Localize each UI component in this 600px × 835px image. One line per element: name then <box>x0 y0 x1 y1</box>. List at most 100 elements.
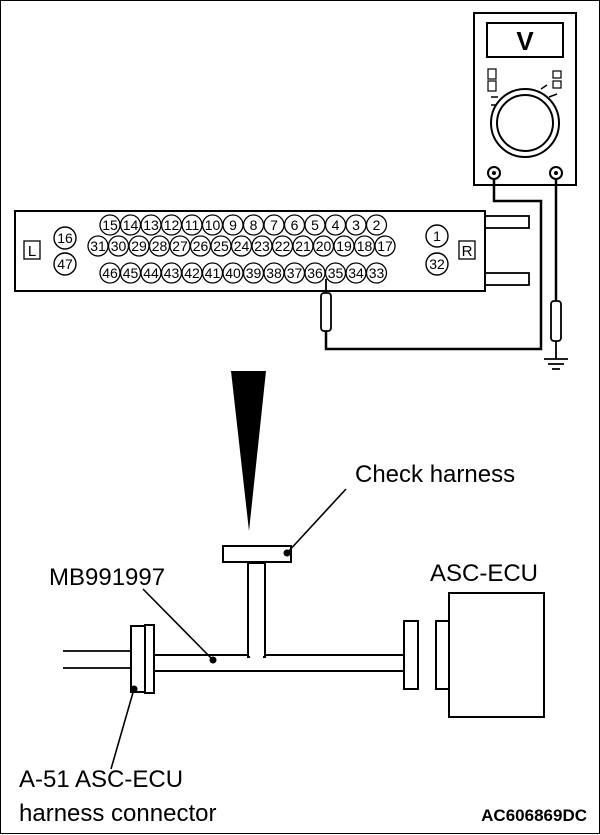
check-harness-leader-dot <box>283 549 291 557</box>
connector-pin-label: 4 <box>332 217 340 233</box>
connector-pin-label: 13 <box>143 217 159 233</box>
direction-arrow-icon <box>231 371 266 531</box>
pin-32-label: 32 <box>429 256 445 272</box>
connector-pin-label: 8 <box>250 217 258 233</box>
connector-pin-label: 18 <box>357 238 373 254</box>
connector-side-left <box>23 240 41 260</box>
meter-volt-symbol: V <box>516 26 534 56</box>
probe-lead-wire <box>324 179 543 351</box>
meter-leads <box>324 179 568 370</box>
connector-side-left-label: L <box>28 243 36 260</box>
asc-ecu-label: ASC-ECU <box>430 560 538 587</box>
pin-1 <box>425 224 449 248</box>
connector-pin-label: 35 <box>328 265 344 281</box>
pin-47 <box>53 252 77 276</box>
connector-pin-label: 40 <box>225 265 241 281</box>
check-harness-assembly <box>63 545 545 718</box>
connector-pin-label: 23 <box>254 238 270 254</box>
connector-pin-label: 15 <box>102 217 118 233</box>
connector-pin-label: 14 <box>123 217 139 233</box>
connector-pin-label: 37 <box>287 265 303 281</box>
branch-join-mask <box>250 653 263 658</box>
connector-pin-label: 25 <box>213 238 229 254</box>
pin-47-label: 47 <box>57 256 73 272</box>
meter-switch-mark <box>487 68 497 80</box>
connector-pin-label: 46 <box>102 265 118 281</box>
connector-pin-label: 36 <box>307 265 323 281</box>
tool-leader-dot <box>209 656 217 664</box>
tool-number-label: MB991997 <box>49 564 165 591</box>
check-harness-leader <box>286 488 347 554</box>
connector-side-right <box>458 240 476 260</box>
harness-connector-label-line2: harness connector <box>19 800 216 827</box>
harness-connector-flange <box>144 624 155 694</box>
connector-pin-label: 28 <box>152 238 168 254</box>
voltmeter: V <box>473 12 577 186</box>
connector-side-right-label: R <box>462 243 473 260</box>
pin-16 <box>53 226 77 250</box>
connector-pin-label: 26 <box>193 238 209 254</box>
ground-probe <box>550 300 562 342</box>
harness-connector-leader-dot <box>130 685 138 693</box>
connector-pin-label: 41 <box>205 265 221 281</box>
connector-pin-label: 7 <box>270 217 278 233</box>
connector-pin-label: 21 <box>295 238 311 254</box>
connector-pin-label: 3 <box>352 217 360 233</box>
connector-pin-label: 12 <box>164 217 180 233</box>
check-harness-terminal <box>222 545 292 563</box>
meter-selector-knob <box>496 94 554 152</box>
connector-pin-label: 24 <box>234 238 250 254</box>
pin-1-label: 1 <box>433 228 441 244</box>
asc-ecu-box <box>448 592 545 718</box>
connector-pin-label: 11 <box>185 217 200 233</box>
connector-tab-top <box>483 215 530 229</box>
harness-connector-outer <box>130 625 146 693</box>
connector-pin-label: 2 <box>373 217 381 233</box>
connector-pin-label: 45 <box>123 265 139 281</box>
connector-tab-bottom <box>483 272 530 286</box>
connector-pin-label: 44 <box>143 265 159 281</box>
connector-pin-label: 38 <box>266 265 282 281</box>
connector-pin-label: 29 <box>131 238 147 254</box>
connector-pin-label: 43 <box>164 265 180 281</box>
connector-pin-label: 31 <box>90 238 106 254</box>
check-harness-label: Check harness <box>355 461 515 488</box>
meter-jack-com-center <box>492 171 496 175</box>
connector-pin-label: 6 <box>291 217 299 233</box>
connector-pin <box>365 262 388 284</box>
meter-jack-v-center <box>554 171 558 175</box>
connector-pin-label: 9 <box>229 217 237 233</box>
connector-pin-label: 39 <box>246 265 262 281</box>
connector-pin-label: 30 <box>111 238 127 254</box>
ecu-connector-socket <box>435 620 450 690</box>
meter-display <box>486 22 564 58</box>
tool-leader <box>142 588 214 661</box>
harness-connector-label-line1: A-51 ASC-ECU <box>19 766 183 793</box>
figure-code: AC606869DC <box>481 806 587 825</box>
check-harness-branch <box>247 562 266 658</box>
connector-pin-label: 20 <box>316 238 332 254</box>
connector-pin-label: 33 <box>369 265 385 281</box>
connector-pin-label: 42 <box>184 265 200 281</box>
test-probe <box>320 279 332 332</box>
ecu-side-connector <box>403 620 419 690</box>
check-harness-main-cable <box>153 654 407 672</box>
connector-pin-label: 19 <box>336 238 352 254</box>
callouts: Check harness MB991997 ASC-ECU A-51 ASC-… <box>19 461 587 827</box>
connector-pin-label: 34 <box>348 265 364 281</box>
connector-pin-label: 17 <box>377 238 393 254</box>
pin-16-label: 16 <box>57 230 73 246</box>
connector-pin <box>374 235 396 257</box>
harness-connector-leader <box>110 688 135 770</box>
connector-pin-label: 22 <box>275 238 291 254</box>
connector-pin-label: 10 <box>205 217 221 233</box>
meter-switch-mark <box>487 80 497 92</box>
pin-32 <box>425 252 449 276</box>
connector-pin-label: 5 <box>311 217 319 233</box>
connector-pin <box>365 214 388 236</box>
vehicle-harness-wires <box>63 650 133 669</box>
